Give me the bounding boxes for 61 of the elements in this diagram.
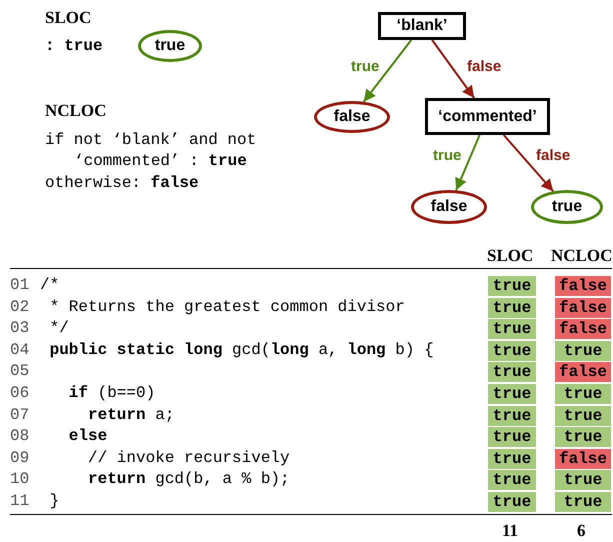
result-cell: true	[555, 384, 611, 404]
decision-box: ‘blank’	[378, 12, 466, 40]
total-count: 6	[577, 521, 586, 541]
result-cell: false	[555, 448, 611, 469]
code-text: // invoke recursively	[88, 448, 290, 467]
column-header: SLOC	[487, 246, 534, 266]
result-cell: true	[488, 384, 536, 404]
result-ellipse: true	[138, 30, 202, 62]
rule-text: otherwise: false	[45, 174, 199, 192]
rule-text: : true	[45, 37, 103, 55]
code-text: return a;	[88, 406, 174, 424]
result-cell: true	[488, 362, 536, 382]
code-text: * Returns the greatest common divisor	[50, 298, 405, 316]
total-count: 11	[502, 521, 518, 541]
result-cell: true	[555, 492, 611, 512]
result-cell: true	[488, 406, 536, 426]
arrow	[362, 39, 412, 102]
result-cell: true	[488, 340, 536, 361]
heading: SLOC	[45, 8, 92, 28]
arrow	[455, 134, 481, 191]
result-cell: true	[488, 448, 536, 469]
line-number: 11	[10, 492, 30, 510]
result-ellipse: false	[314, 101, 390, 133]
arrow	[503, 134, 554, 192]
code-text: /*	[40, 276, 60, 294]
result-cell: true	[488, 470, 536, 490]
result-cell: false	[555, 298, 611, 318]
line-number: 03	[10, 319, 30, 338]
result-ellipse: false	[411, 190, 487, 224]
result-cell: true	[555, 340, 611, 361]
result-cell: true	[488, 298, 536, 318]
column-header: NCLOC	[551, 246, 612, 266]
line-number: 02	[10, 298, 30, 316]
code-text: if (b==0)	[68, 384, 156, 402]
result-ellipse: true	[531, 190, 603, 224]
code-text: else	[68, 427, 108, 446]
line-number: 08	[10, 427, 30, 446]
code-text: public static long gcd(long a, long b) {	[50, 340, 434, 359]
line-number: 07	[10, 406, 30, 424]
line-number: 05	[10, 362, 30, 380]
code-text: }	[50, 492, 60, 510]
result-cell: false	[555, 276, 611, 296]
line-number: 10	[10, 470, 30, 488]
line-number: 09	[10, 448, 30, 467]
line-number: 06	[10, 384, 30, 402]
result-cell: true	[488, 276, 536, 296]
result-cell: false	[555, 362, 611, 382]
result-cell: false	[555, 319, 611, 340]
line-number: 04	[10, 340, 30, 359]
result-cell: true	[555, 427, 611, 448]
arrow	[431, 39, 475, 99]
line-number: 01	[10, 276, 30, 294]
result-cell: true	[555, 470, 611, 490]
code-text: */	[50, 319, 69, 338]
code-text: return gcd(b, a % b);	[88, 470, 290, 488]
result-cell: true	[488, 319, 536, 340]
result-cell: true	[488, 427, 536, 448]
result-cell: true	[555, 406, 611, 426]
result-cell: true	[488, 492, 536, 512]
heading: NCLOC	[45, 101, 106, 121]
decision-box: ‘commented’	[425, 98, 550, 135]
